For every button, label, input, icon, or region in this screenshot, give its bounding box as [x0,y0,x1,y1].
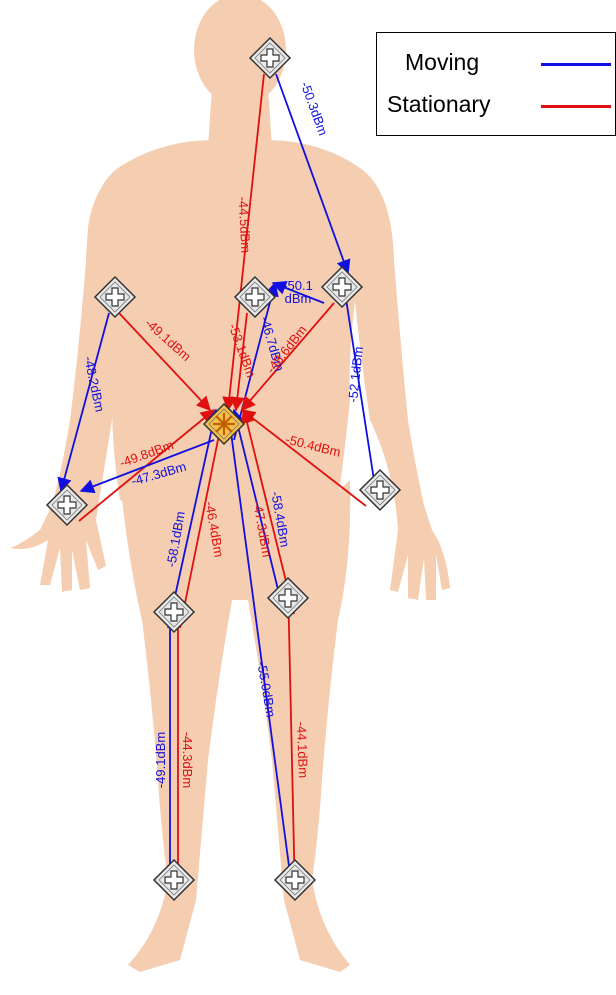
link-label-stationary-head: -44.5dBm [236,196,254,253]
legend-swatch-stationary [541,105,611,108]
hub-star-icon [213,413,235,435]
link-label-moving-head: -50.3dBm [298,79,331,137]
legend-label-stationary: Stationary [387,91,491,118]
legend: Moving Stationary [376,32,616,136]
legend-label-moving: Moving [405,49,479,76]
legend-item-moving: Moving [377,41,616,81]
link-label-stationary-left-ankle: -44.3dBm [180,732,195,788]
link-label-stationary-right-ankle: -44.1dBm [294,721,311,778]
legend-swatch-moving [541,63,611,66]
link-label-moving-left-ankle: -49.1dBm [153,732,168,788]
legend-item-stationary: Stationary [377,83,616,123]
